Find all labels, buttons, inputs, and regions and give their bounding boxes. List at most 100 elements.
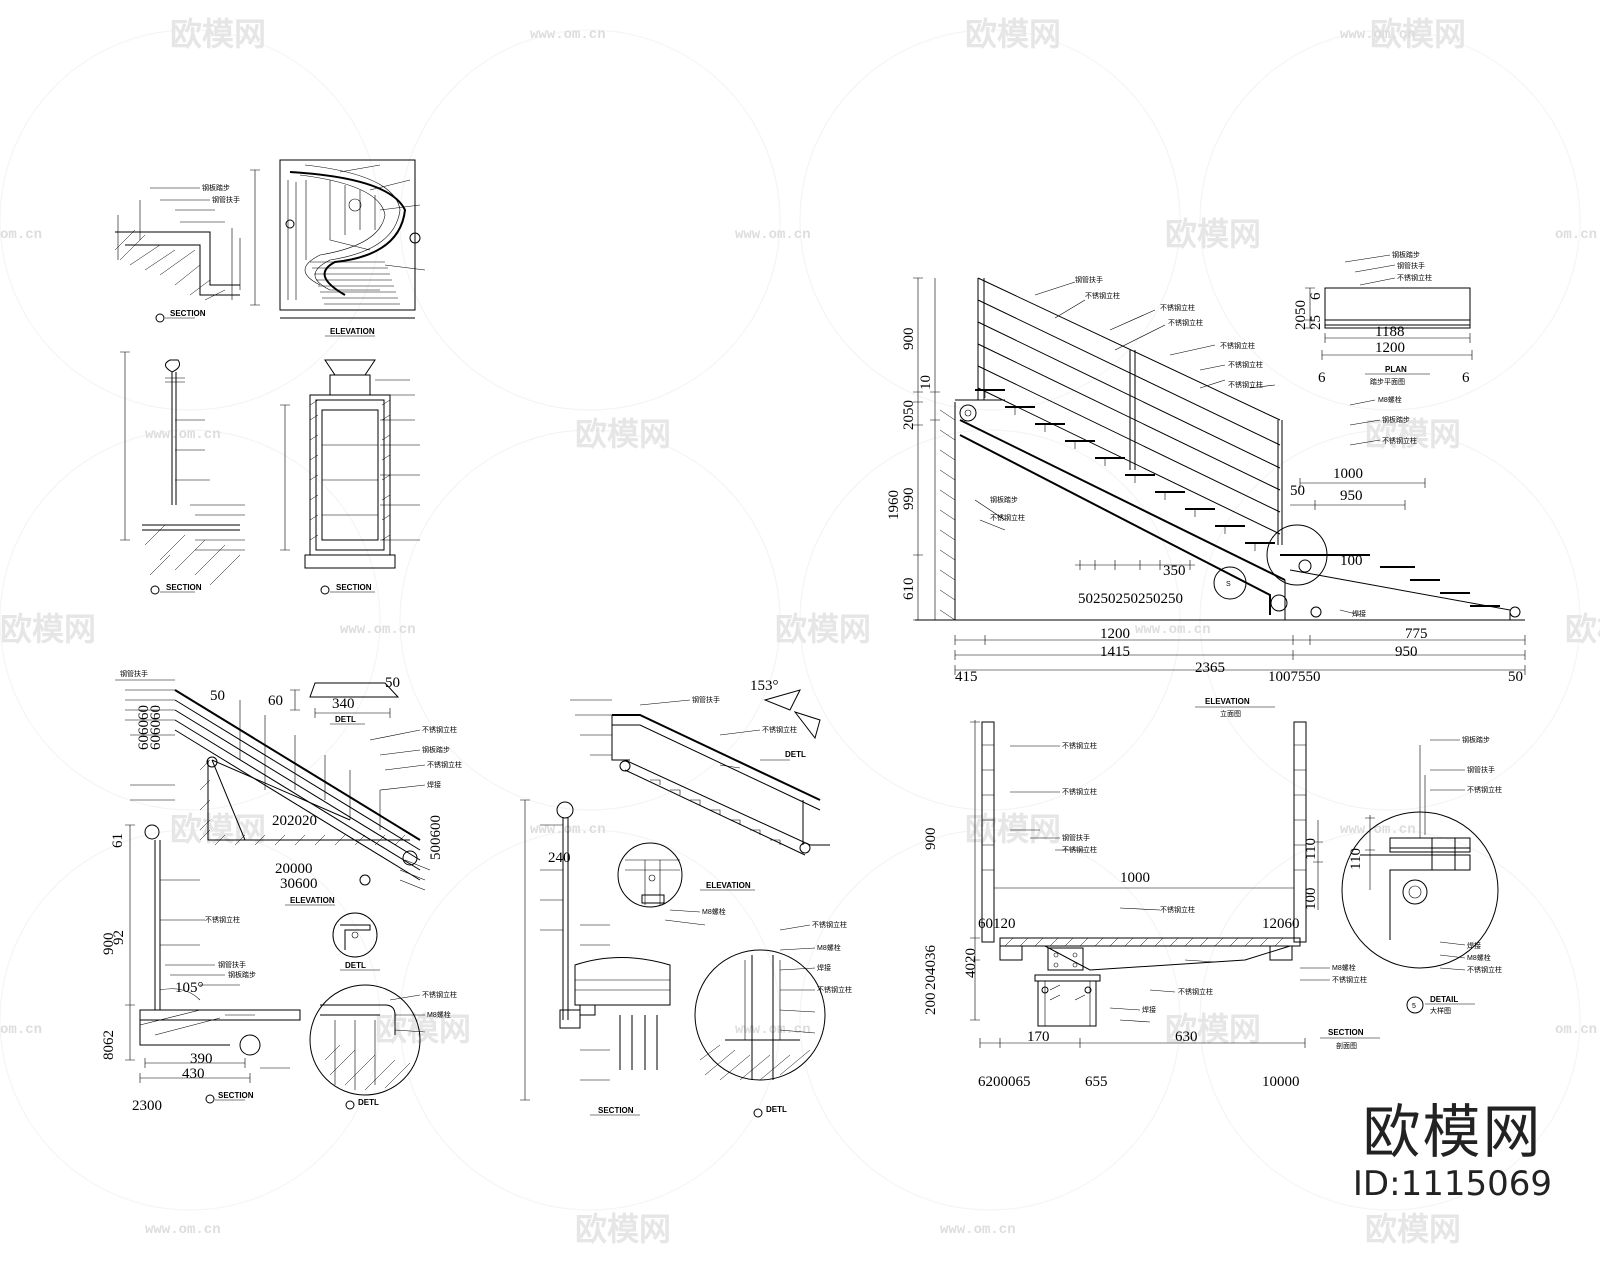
main-stair-elevation: S 钢管扶手 不锈钢立柱 不锈钢立柱 不锈钢立柱 不锈钢立柱 不锈钢立柱 不锈钢… — [886, 275, 1526, 718]
watermark-url: om.cn — [1555, 227, 1597, 243]
view-title-section: SECTION — [218, 1091, 254, 1100]
view-subtitle: 立面图 — [1220, 709, 1241, 718]
watermark-brand: 欧模网 — [575, 1211, 671, 1247]
dim-text: 105° — [175, 980, 204, 996]
dim-text: 50 — [385, 675, 400, 691]
view-title-detl: DETL — [345, 961, 366, 970]
dim-text: 2050 — [1293, 300, 1309, 330]
note: 不锈钢立柱 — [812, 920, 847, 929]
watermark-url: www.om.cn — [340, 622, 416, 638]
view-title-section: SECTION — [170, 309, 206, 318]
dim-text: 6 — [1308, 292, 1324, 300]
dim-text: 430 — [182, 1066, 205, 1082]
note: 不锈钢立柱 — [1178, 987, 1213, 996]
middle-stair-elevation: 钢管扶手 不锈钢立柱 ELEVATION 153° DETL — [570, 678, 830, 891]
view-title-elevation: ELEVATION — [330, 327, 375, 336]
dim-text: 350 — [1163, 563, 1186, 579]
section-view-top-left: 钢板踏步 钢管扶手 SECTION — [114, 183, 241, 323]
dim-text: 110 — [1303, 838, 1319, 860]
watermark-url: www.om.cn — [145, 1222, 221, 1238]
note: 不锈钢立柱 — [422, 990, 457, 999]
dim-text: 204036 — [923, 945, 939, 991]
view-title-detl: DETL — [766, 1105, 787, 1114]
dim-text: 1415 — [1100, 644, 1130, 660]
dim-text: 1007550 — [1268, 669, 1321, 685]
dim-text: 2300 — [132, 1098, 162, 1114]
view-title-detl: DETL — [358, 1098, 379, 1107]
tread-plan-view: 钢板踏步 钢管扶手 不锈钢立柱 2050 25 6 1188 1200 6 6 … — [1293, 250, 1473, 386]
note: 焊接 — [1352, 609, 1366, 618]
note: 不锈钢立柱 — [990, 513, 1025, 522]
dim-text: 60 — [268, 693, 283, 709]
dim-text: 50 — [1290, 483, 1305, 499]
note: M8螺栓 — [817, 943, 841, 952]
dim-text: 25 — [1308, 315, 1324, 330]
note: M8螺栓 — [1378, 395, 1402, 404]
dim-text: 1188 — [1375, 324, 1404, 340]
note: 钢板踏步 — [1392, 250, 1420, 259]
note: 钢板踏步 — [990, 495, 1018, 504]
dim-text: 1200 — [1100, 626, 1130, 642]
watermark-url: www.om.cn — [940, 1222, 1016, 1238]
watermark-brand: 欧模网 — [1165, 1011, 1261, 1047]
note: 不锈钢立柱 — [1062, 741, 1097, 750]
view-title-section: SECTION — [598, 1106, 634, 1115]
watermark-url: www.om.cn — [530, 27, 606, 43]
note: 不锈钢立柱 — [1382, 436, 1417, 445]
dim-text: 12060 — [1262, 916, 1300, 932]
detail-marker: 5 — [1412, 1003, 1416, 1010]
note: 不锈钢立柱 — [1228, 380, 1263, 389]
view-title-plan: PLAN — [1385, 365, 1407, 374]
note: 钢板踏步 — [202, 183, 230, 192]
dim-text: 8062 — [101, 1030, 117, 1060]
watermark-brand: 欧模网 — [575, 416, 671, 452]
note: 不锈钢立柱 — [817, 985, 852, 994]
note: 钢板踏步 — [422, 745, 450, 754]
note: 不锈钢立柱 — [205, 915, 240, 924]
note: 不锈钢立柱 — [427, 760, 462, 769]
watermark-brand: 欧模网 — [775, 611, 871, 647]
watermark-brand: 欧模网 — [170, 16, 266, 52]
watermark-brand: 欧模网 — [1365, 1211, 1461, 1247]
dim-text: 240 — [548, 850, 571, 866]
note: 焊接 — [427, 780, 441, 789]
dim-text: 1960 — [886, 490, 902, 520]
section-callout-circle — [1213, 566, 1247, 600]
note: 钢管扶手 — [1467, 765, 1495, 774]
brand-name: 欧模网 — [1362, 1098, 1543, 1166]
dim-text: 100 — [1340, 553, 1363, 569]
dim-text: 200 — [923, 993, 939, 1016]
view-subtitle: 大样图 — [1430, 1006, 1451, 1015]
watermark-layer: 欧模网 欧模网 欧模网 www.om.cn www.om.cn 欧模网 欧模网 … — [0, 16, 1600, 1247]
watermark-brand: 欧模网 — [1365, 416, 1461, 452]
view-title-elevation: ELEVATION — [1205, 697, 1250, 706]
dim-text: 50 — [1508, 669, 1523, 685]
watermark-brand: 欧模网 — [965, 811, 1061, 847]
newel-post-elevation: SECTION — [280, 359, 420, 595]
section-marker: S — [1226, 581, 1231, 588]
note: 钢管扶手 — [218, 960, 246, 969]
lower-flight-treads — [1280, 554, 1500, 607]
note: 不锈钢立柱 — [762, 725, 797, 734]
note: 不锈钢立柱 — [1062, 845, 1097, 854]
dim-text: 775 — [1405, 626, 1428, 642]
view-subtitle: 踏步平面图 — [1370, 377, 1405, 386]
dim-text: 1000 — [1333, 466, 1363, 482]
note: 钢板踏步 — [1382, 415, 1410, 424]
dim-text: 100 — [1303, 888, 1319, 911]
note: M8螺栓 — [1332, 963, 1356, 972]
dim-text: 606060 — [148, 705, 164, 750]
watermark-brand: 欧模网 — [1370, 16, 1466, 52]
bottom-left-section: 61 900 92 8062 105° 390 430 2300 不锈钢立柱 钢… — [101, 824, 301, 1114]
watermark-brand: 欧模网 — [170, 811, 266, 847]
note: 不锈钢立柱 — [1160, 303, 1195, 312]
view-title-section: SECTION — [166, 583, 202, 592]
note: 不锈钢立柱 — [1467, 785, 1502, 794]
dim-text: 655 — [1085, 1074, 1108, 1090]
dim-text: 10 — [918, 375, 934, 390]
dim-text: 4020 — [963, 948, 979, 978]
middle-section-view: 240 SECTION — [520, 799, 671, 1116]
note: 不锈钢立柱 — [422, 725, 457, 734]
note: 焊接 — [817, 963, 831, 972]
watermark-url: om.cn — [0, 1022, 42, 1038]
